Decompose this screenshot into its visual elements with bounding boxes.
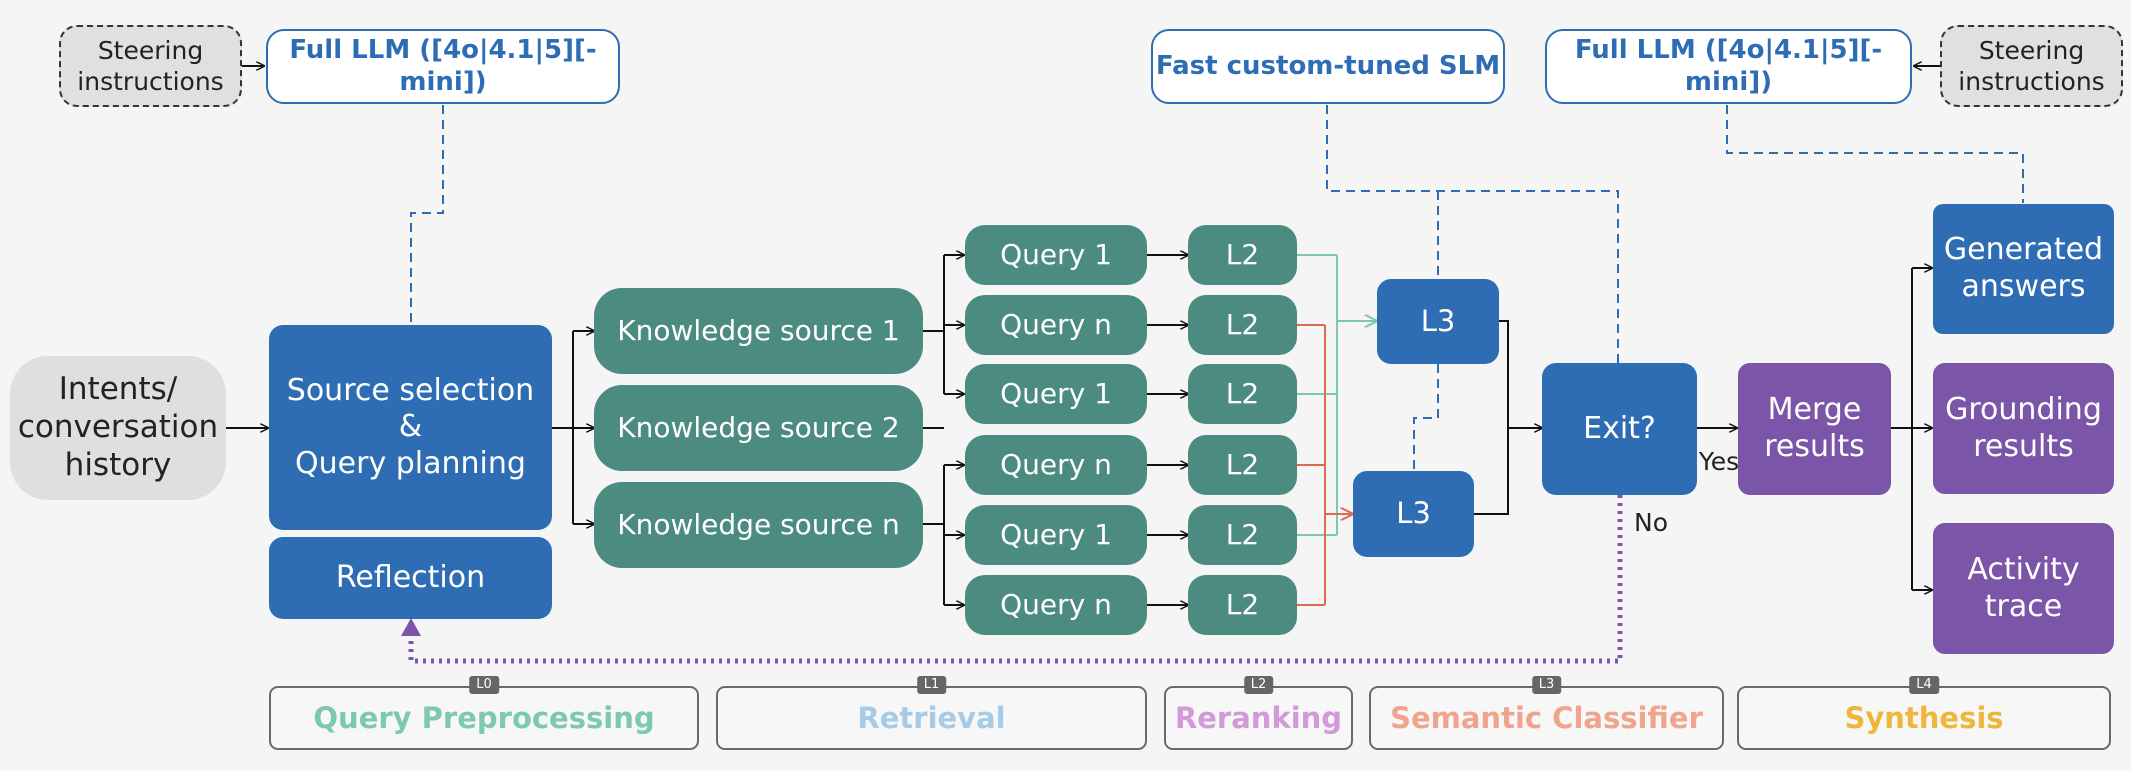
l2-reranker: L2: [1188, 295, 1297, 355]
merge-results: Merge results: [1738, 363, 1891, 495]
query: Query n: [965, 295, 1147, 355]
knowledge-source: Knowledge source 1: [594, 288, 923, 374]
generated-answers: Generated answers: [1933, 204, 2114, 334]
stage-tag: L1: [916, 676, 947, 694]
stage-label: Semantic Classifier: [1390, 701, 1703, 735]
reflection: Reflection: [269, 537, 552, 619]
stage-label: Reranking: [1174, 701, 1343, 735]
full-llm-left: Full LLM ([4o|4.1|5][-mini]): [266, 29, 620, 104]
fast-slm: Fast custom-tuned SLM: [1151, 29, 1505, 104]
query: Query 1: [965, 364, 1147, 424]
query: Query n: [965, 575, 1147, 635]
activity-trace: Activity trace: [1933, 523, 2114, 654]
slm-link: [1326, 105, 1619, 363]
yes-label: Yes: [1698, 446, 1740, 476]
loop-arrowhead: [401, 618, 421, 636]
query: Query n: [965, 435, 1147, 495]
stage-synthesis: L4 Synthesis: [1737, 676, 2111, 750]
l2-reranker: L2: [1188, 364, 1297, 424]
l2-reranker: L2: [1188, 225, 1297, 285]
stage-label: Synthesis: [1844, 701, 2004, 735]
source-selection-query-planning: Source selection & Query planning: [269, 325, 552, 530]
l3-classifier: L3: [1353, 471, 1474, 557]
full-llm-right: Full LLM ([4o|4.1|5][-mini]): [1545, 29, 1912, 104]
grounding-results: Grounding results: [1933, 363, 2114, 494]
stage-tag: L2: [1243, 676, 1274, 694]
knowledge-source: Knowledge source n: [594, 482, 923, 568]
stage-query-preprocessing: L0 Query Preprocessing: [269, 676, 699, 750]
intents-history: Intents/ conversation history: [10, 356, 226, 500]
knowledge-source: Knowledge source 2: [594, 385, 923, 471]
stage-tag: L0: [469, 676, 499, 694]
stage-label: Retrieval: [857, 701, 1006, 735]
stage-tag: L3: [1531, 676, 1562, 694]
stage-semantic-classifier: L3 Semantic Classifier: [1369, 676, 1724, 750]
stage-retrieval: L1 Retrieval: [716, 676, 1147, 750]
llm-right-link: [1726, 105, 2024, 203]
query: Query 1: [965, 225, 1147, 285]
exit-decision: Exit?: [1542, 363, 1697, 495]
no-label: No: [1634, 507, 1668, 537]
stage-tag: L4: [1909, 676, 1939, 694]
l3-classifier: L3: [1377, 279, 1499, 364]
l2-reranker: L2: [1188, 575, 1297, 635]
query: Query 1: [965, 505, 1147, 565]
l3-l3-link: [1413, 364, 1439, 470]
stage-label: Query Preprocessing: [313, 701, 655, 735]
reflection-loop: [408, 495, 1623, 664]
llm-left-link: [410, 105, 444, 325]
stage-reranking: L2 Reranking: [1164, 676, 1353, 750]
steering-instructions-left: Steering instructions: [59, 25, 242, 107]
l2-reranker: L2: [1188, 505, 1297, 565]
steering-instructions-right: Steering instructions: [1940, 25, 2123, 107]
l2-reranker: L2: [1188, 435, 1297, 495]
